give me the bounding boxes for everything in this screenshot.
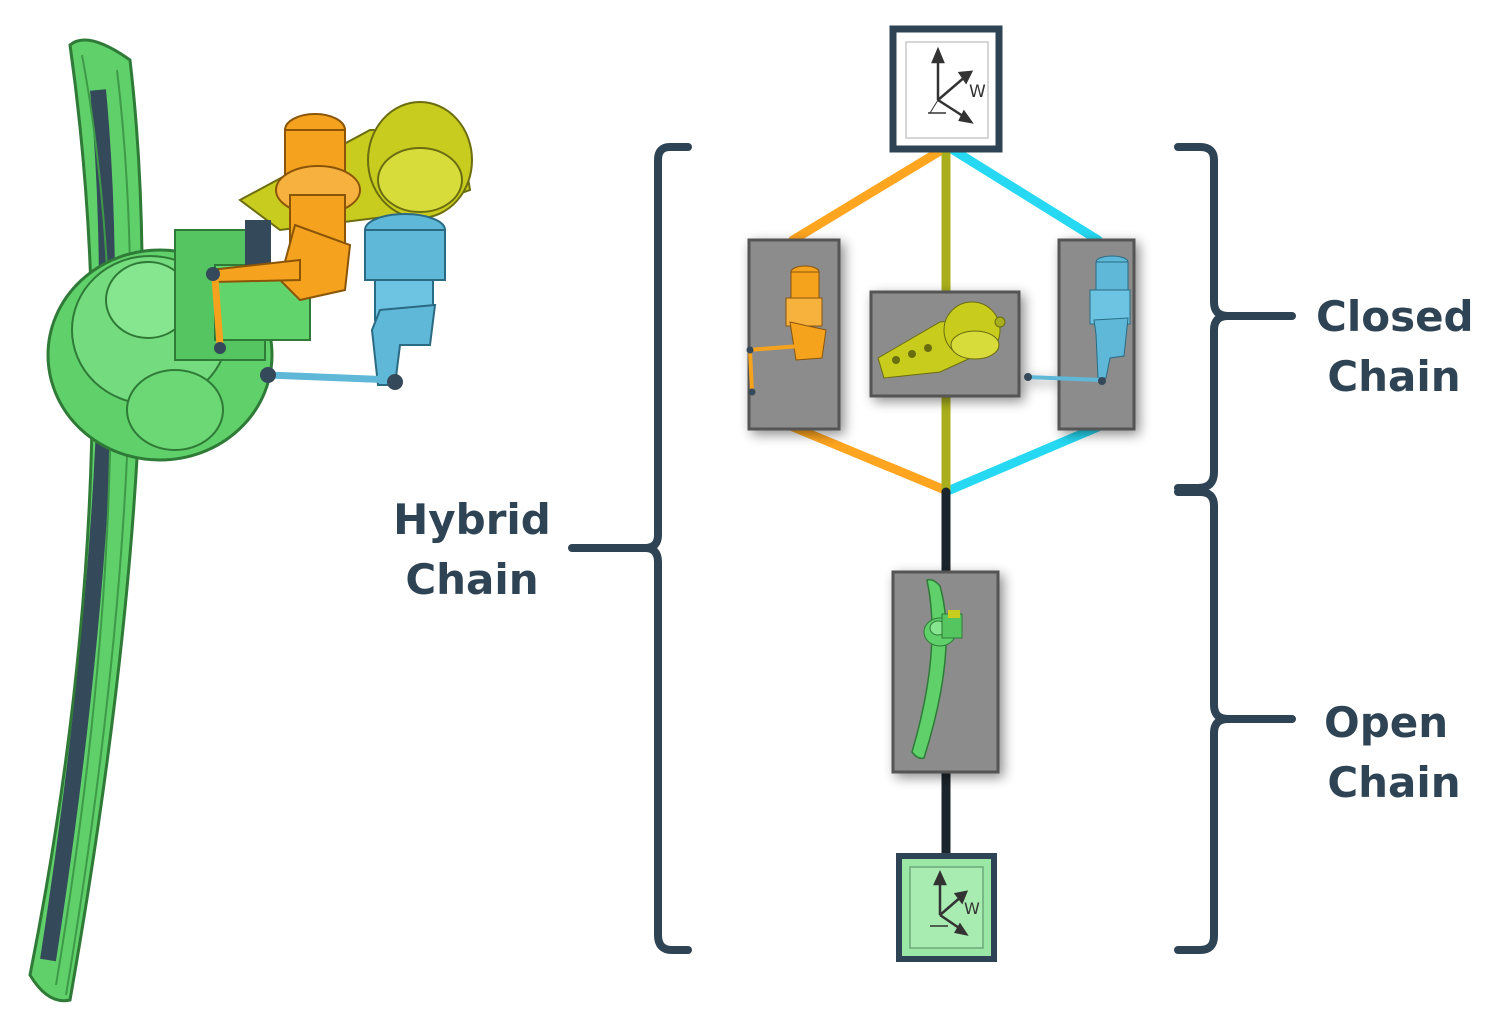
blue-motor-thumbnail [1024, 255, 1131, 385]
world-frame-box: W [889, 25, 1003, 153]
hybrid-label-line-2: Chain [405, 555, 539, 604]
cyan-link-bottom [945, 422, 1103, 495]
orange-link-bottom [788, 422, 950, 495]
end-coordinate-frame-icon [930, 869, 969, 936]
rail-thumbnail [911, 578, 963, 760]
hybrid-label-line-1: Hybrid [393, 495, 551, 544]
chain-links [788, 143, 1103, 861]
end-effector-frame-box: W [896, 853, 997, 962]
closed-label-line-2: Chain [1327, 352, 1461, 401]
world-frame-symbol: W [969, 82, 986, 102]
robot-model-image [28, 38, 473, 1003]
closed-chain-bracket [1174, 143, 1296, 492]
olive-link-box [869, 290, 1021, 398]
orange-link-top [788, 143, 950, 245]
open-label-line-2: Chain [1327, 758, 1461, 807]
closed-label-line-1: Closed [1316, 292, 1474, 341]
cyan-link-box [1024, 238, 1136, 431]
rail-link-box [891, 570, 1000, 774]
hybrid-chain-label: Hybrid Chain [392, 490, 552, 610]
orange-motor-thumbnail [746, 265, 827, 396]
cyan-link-top [945, 143, 1103, 245]
hybrid-chain-bracket [568, 143, 692, 954]
closed-chain-label: Closed Chain [1316, 287, 1474, 407]
coordinate-frame-icon [928, 46, 974, 124]
open-chain-bracket [1174, 488, 1296, 954]
open-label-line-1: Open [1324, 698, 1449, 747]
open-chain-label: Open Chain [1316, 693, 1472, 813]
orange-link-box [746, 238, 841, 431]
end-frame-symbol: W [964, 899, 980, 918]
yellow-motor-thumbnail [877, 301, 1006, 379]
